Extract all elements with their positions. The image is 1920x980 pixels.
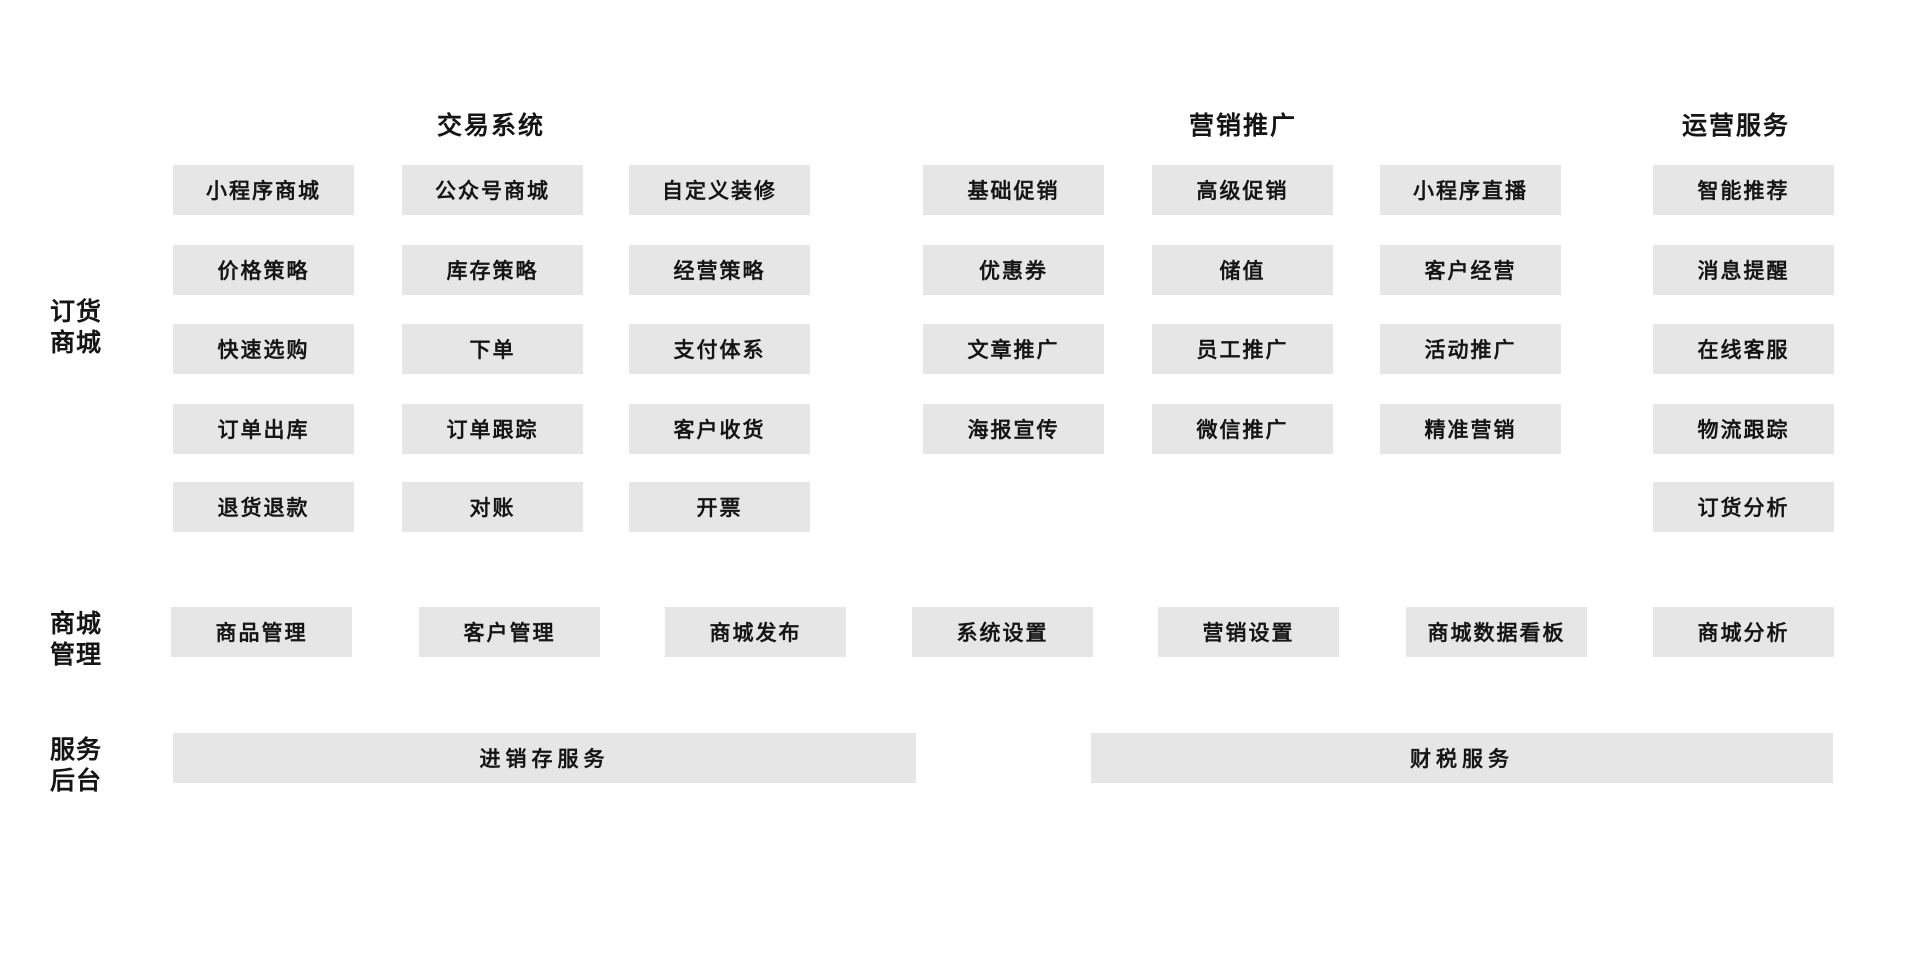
module-box[interactable]: 优惠券 (923, 245, 1104, 295)
side-label: 服务后台 (50, 734, 110, 796)
module-box[interactable]: 小程序商城 (173, 165, 354, 215)
module-box[interactable]: 文章推广 (923, 324, 1104, 374)
module-box[interactable]: 订单跟踪 (402, 404, 583, 454)
side-label-line: 商城 (50, 609, 103, 638)
module-box[interactable]: 公众号商城 (402, 165, 583, 215)
side-label-line: 管理 (50, 640, 103, 669)
management-box[interactable]: 客户管理 (419, 607, 600, 657)
module-box[interactable]: 高级促销 (1152, 165, 1333, 215)
module-box[interactable]: 开票 (629, 482, 810, 532)
module-box[interactable]: 物流跟踪 (1653, 404, 1834, 454)
management-box[interactable]: 商城数据看板 (1406, 607, 1587, 657)
module-box[interactable]: 储值 (1152, 245, 1333, 295)
management-box[interactable]: 商城发布 (665, 607, 846, 657)
section-header: 运营服务 (1681, 111, 1791, 140)
module-box[interactable]: 自定义装修 (629, 165, 810, 215)
module-box[interactable]: 客户经营 (1380, 245, 1561, 295)
module-box[interactable]: 精准营销 (1380, 404, 1561, 454)
management-box[interactable]: 商城分析 (1653, 607, 1834, 657)
module-box[interactable]: 库存策略 (402, 245, 583, 295)
module-box[interactable]: 消息提醒 (1653, 245, 1834, 295)
side-label: 订货商城 (50, 296, 110, 358)
module-box[interactable]: 退货退款 (173, 482, 354, 532)
side-label-line: 后台 (50, 766, 103, 795)
module-box[interactable]: 经营策略 (629, 245, 810, 295)
module-box[interactable]: 智能推荐 (1653, 165, 1834, 215)
side-label-line: 服务 (50, 735, 103, 764)
module-box[interactable]: 员工推广 (1152, 324, 1333, 374)
side-label: 商城管理 (50, 608, 110, 670)
backend-service-box[interactable]: 进销存服务 (173, 733, 916, 783)
backend-service-box[interactable]: 财税服务 (1091, 733, 1833, 783)
module-box[interactable]: 在线客服 (1653, 324, 1834, 374)
management-box[interactable]: 系统设置 (912, 607, 1093, 657)
module-box[interactable]: 快速选购 (173, 324, 354, 374)
section-header: 交易系统 (436, 111, 546, 140)
section-header: 营销推广 (1188, 111, 1298, 140)
module-box[interactable]: 下单 (402, 324, 583, 374)
module-box[interactable]: 订货分析 (1653, 482, 1834, 532)
side-label-line: 商城 (50, 328, 103, 357)
module-box[interactable]: 小程序直播 (1380, 165, 1561, 215)
module-box[interactable]: 对账 (402, 482, 583, 532)
module-box[interactable]: 海报宣传 (923, 404, 1104, 454)
management-box[interactable]: 营销设置 (1158, 607, 1339, 657)
side-label-line: 订货 (50, 297, 103, 326)
module-box[interactable]: 订单出库 (173, 404, 354, 454)
module-box[interactable]: 支付体系 (629, 324, 810, 374)
module-box[interactable]: 客户收货 (629, 404, 810, 454)
management-box[interactable]: 商品管理 (171, 607, 352, 657)
module-box[interactable]: 价格策略 (173, 245, 354, 295)
module-box[interactable]: 基础促销 (923, 165, 1104, 215)
module-box[interactable]: 活动推广 (1380, 324, 1561, 374)
module-box[interactable]: 微信推广 (1152, 404, 1333, 454)
